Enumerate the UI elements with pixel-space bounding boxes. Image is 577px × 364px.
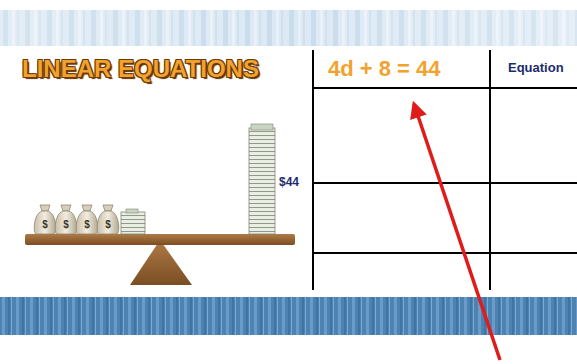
balance-beam — [25, 234, 295, 245]
bag-symbol: $ — [42, 219, 48, 230]
money-bags — [34, 205, 119, 234]
equation-header: 4d + 8 = 44 — [328, 57, 441, 81]
small-bill-stack — [121, 212, 145, 234]
bag-symbol: $ — [84, 219, 90, 230]
callout-arrow — [414, 104, 500, 360]
bill-band — [251, 124, 273, 130]
tall-bill-stack — [249, 128, 275, 234]
top-band-shade — [0, 10, 577, 46]
bag-symbol: $ — [63, 219, 69, 230]
table-grid — [313, 50, 577, 290]
slide-title: LINEAR EQUATIONS — [22, 56, 259, 82]
fulcrum — [130, 240, 192, 285]
bottom-band — [0, 297, 577, 335]
column-header: Equation — [508, 61, 564, 75]
bag-symbol: $ — [105, 219, 111, 230]
amount-label: $44 — [279, 176, 299, 189]
top-band — [0, 10, 577, 46]
bill-band — [126, 209, 138, 213]
